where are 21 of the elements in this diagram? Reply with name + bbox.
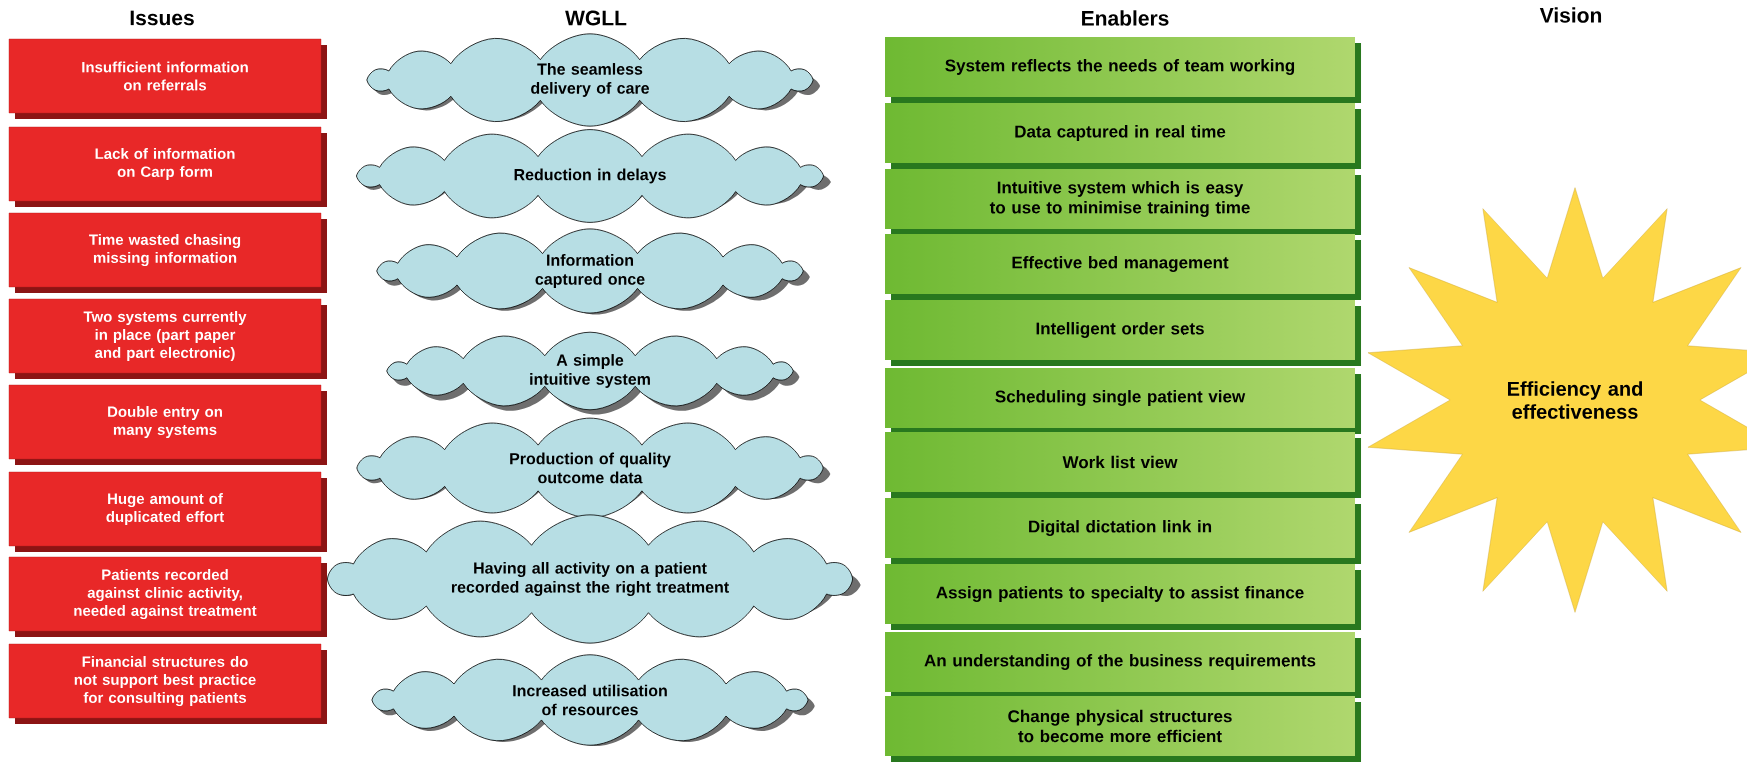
- starburst: Efficiency and effectiveness: [1367, 187, 1747, 613]
- enabler-box: Work list view: [885, 432, 1361, 498]
- enabler-box: Intuitive system which is easy to use to minimise training time: [885, 169, 1361, 235]
- enabler-box: Change physical structures to become more efficient: [885, 696, 1361, 762]
- enabler-box: System reflects the needs of team working: [885, 37, 1361, 103]
- enabler-box: An understanding of the business requirements: [885, 632, 1361, 698]
- issue-box: Time wasted chasing missing information: [8, 212, 327, 293]
- enabler-box: Effective bed management: [885, 234, 1361, 300]
- enabler-box: Intelligent order sets: [885, 300, 1361, 366]
- issue-box: Patients recorded against clinic activity, needed against treatment: [8, 556, 327, 637]
- enabler-box: Digital dictation link in: [885, 498, 1361, 564]
- issue-box: Financial structures do not support best practice for consulting patients: [8, 643, 327, 724]
- column-heading: Vision: [1539, 7, 1602, 23]
- enabler-box: Scheduling single patient view: [885, 368, 1361, 434]
- issue-box: Insufficient information on referrals: [8, 38, 327, 119]
- issue-box: Double entry on many systems: [8, 384, 327, 465]
- enabler-box: Assign patients to specialty to assist finance: [885, 564, 1361, 630]
- issue-box: Lack of information on Carp form: [8, 126, 327, 207]
- issue-box: Huge amount of duplicated effort: [8, 471, 327, 552]
- enabler-box: Data captured in real time: [885, 103, 1361, 169]
- issue-box: Two systems currently in place (part paper and part electronic): [8, 298, 327, 379]
